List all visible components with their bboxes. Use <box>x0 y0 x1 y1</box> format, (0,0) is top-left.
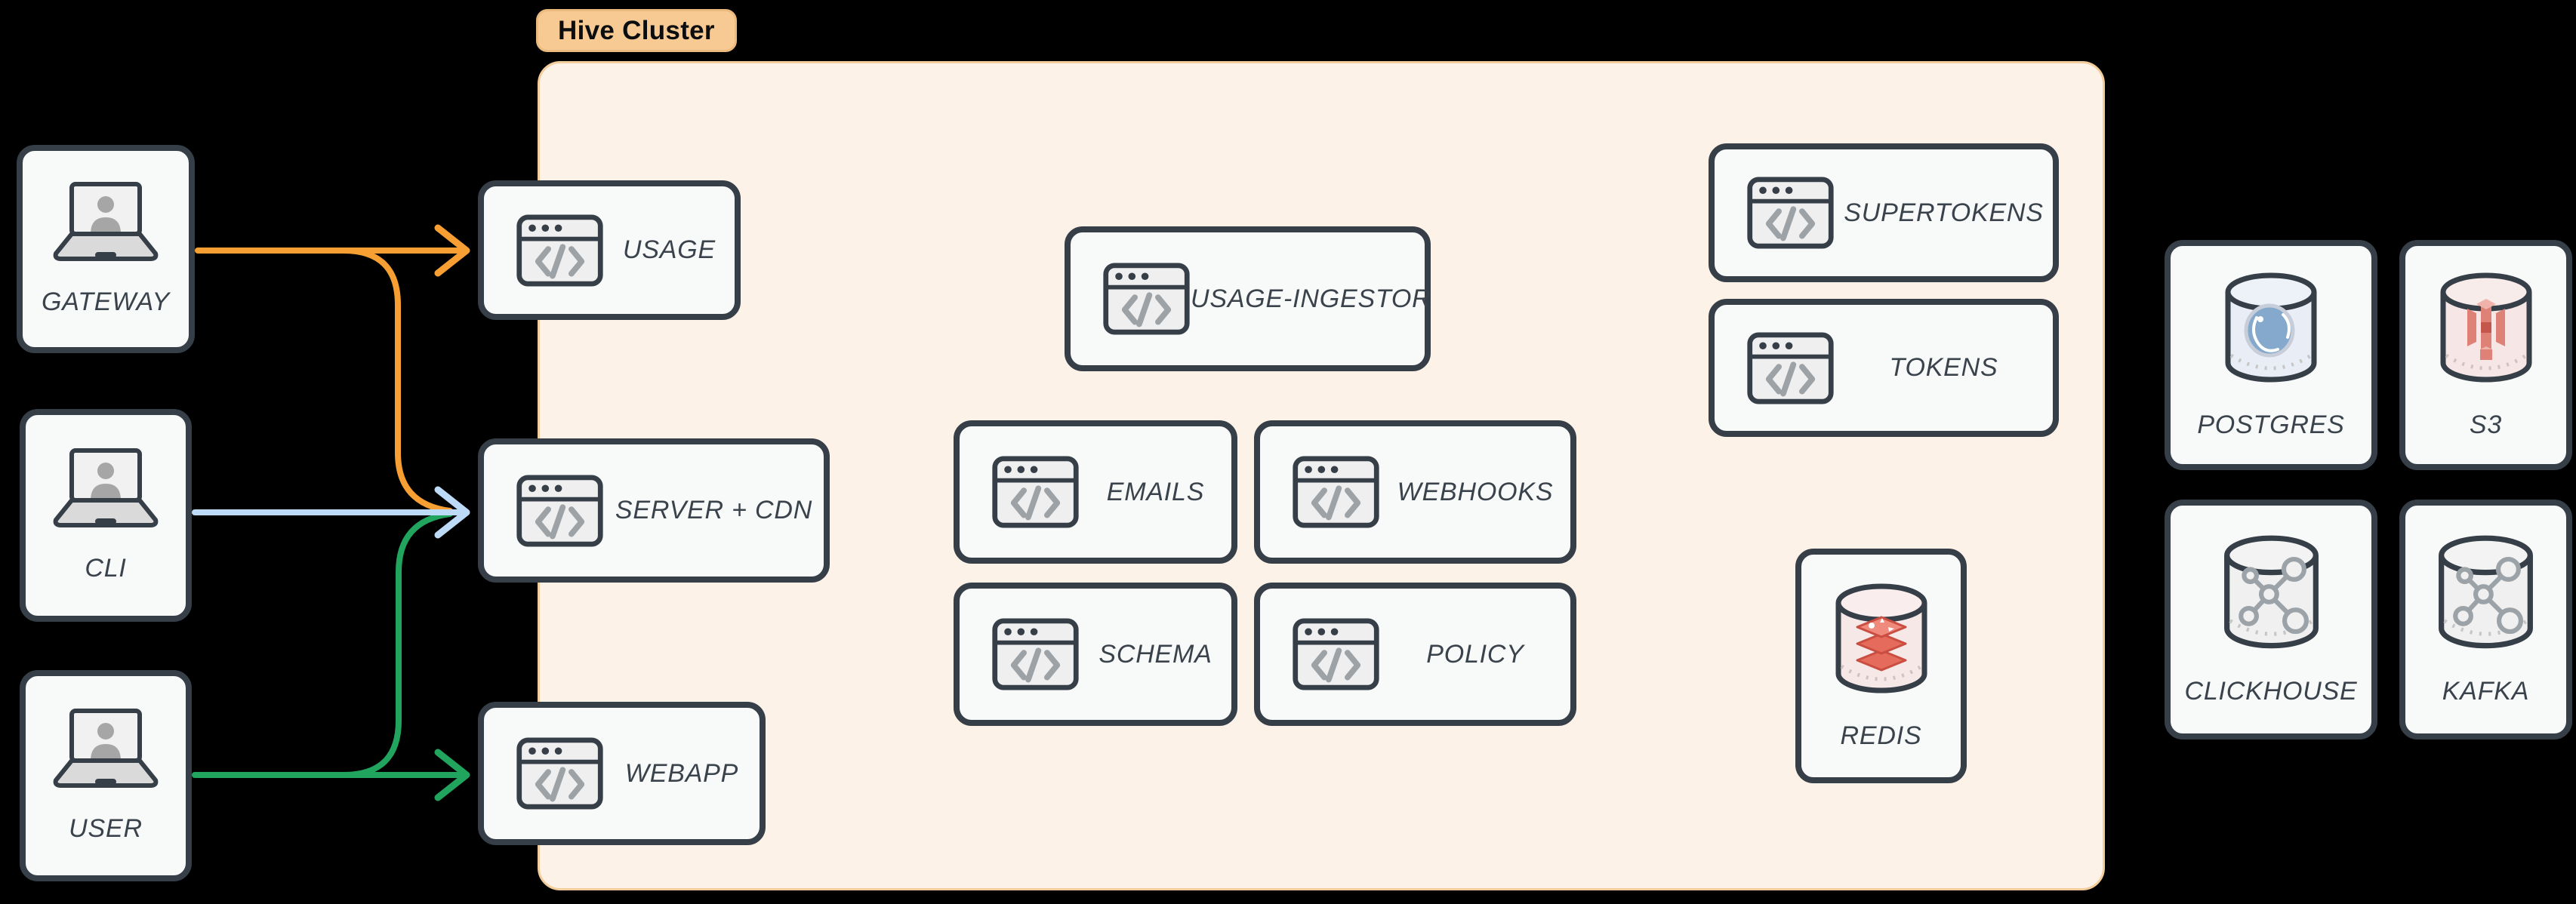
node-cli: CLI <box>20 409 192 622</box>
hive-cluster-badge-label: Hive Cluster <box>558 15 715 45</box>
node-postgres-label: POSTGRES <box>2197 410 2345 439</box>
edge-user-server-cdn <box>340 511 453 778</box>
node-kafka-label: KAFKA <box>2442 676 2530 706</box>
node-redis-label: REDIS <box>1840 721 1922 750</box>
code-window-icon <box>516 737 604 810</box>
node-gateway-label: GATEWAY <box>42 287 170 316</box>
code-window-icon <box>1292 618 1380 690</box>
code-window-icon <box>516 475 604 547</box>
node-supertokens: SUPERTOKENS <box>1709 143 2059 282</box>
code-window-icon <box>1292 456 1380 528</box>
node-webhooks: WEBHOOKS <box>1254 420 1576 564</box>
node-usage-label: USAGE <box>622 235 716 264</box>
node-usage-ingestor: USAGE-INGESTOR <box>1065 226 1431 371</box>
clickhouse-database-icon <box>2220 533 2323 654</box>
node-webapp-label: WEBAPP <box>624 758 739 788</box>
edge-gateway-server-cdn <box>340 248 453 514</box>
node-cli-label: CLI <box>85 553 127 583</box>
redis-database-icon <box>1832 582 1930 699</box>
node-s3-label: S3 <box>2469 410 2503 439</box>
edge-gateway-usage-arrowhead <box>434 224 470 277</box>
node-emails-label: EMAILS <box>1106 477 1205 506</box>
edge-user-webapp-arrowhead <box>434 749 470 801</box>
laptop-user-icon <box>49 448 162 528</box>
node-policy-label: POLICY <box>1426 639 1524 669</box>
code-window-icon <box>516 214 604 287</box>
hive-cluster-badge: Hive Cluster <box>536 9 737 52</box>
code-window-icon <box>1746 177 1835 249</box>
node-webapp: WEBAPP <box>478 702 766 845</box>
node-webhooks-label: WEBHOOKS <box>1397 477 1554 506</box>
s3-database-icon <box>2437 271 2535 388</box>
node-schema: SCHEMA <box>954 583 1237 726</box>
node-postgres: POSTGRES <box>2165 240 2377 470</box>
node-clickhouse: CLICKHOUSE <box>2165 500 2377 739</box>
node-usage-ingestor-label: USAGE-INGESTOR <box>1191 284 1431 313</box>
laptop-user-icon <box>49 182 162 262</box>
node-user-label: USER <box>69 813 143 843</box>
node-s3: S3 <box>2399 240 2572 470</box>
postgres-database-icon <box>2222 271 2320 388</box>
node-redis: REDIS <box>1795 549 1967 783</box>
node-gateway: GATEWAY <box>17 145 195 353</box>
node-supertokens-label: SUPERTOKENS <box>1844 198 2044 227</box>
node-clickhouse-label: CLICKHOUSE <box>2184 676 2358 706</box>
node-kafka: KAFKA <box>2399 500 2572 739</box>
node-emails: EMAILS <box>954 420 1237 564</box>
code-window-icon <box>1102 263 1191 335</box>
code-window-icon <box>991 618 1080 690</box>
kafka-database-icon <box>2434 533 2537 654</box>
node-user: USER <box>20 670 192 881</box>
node-usage: USAGE <box>478 180 741 320</box>
node-server-cdn: SERVER + CDN <box>478 438 830 583</box>
code-window-icon <box>991 456 1080 528</box>
node-schema-label: SCHEMA <box>1098 639 1213 669</box>
edge-cli-server-cdn-arrowhead <box>434 486 470 539</box>
node-tokens-label: TOKENS <box>1889 353 1998 382</box>
node-tokens: TOKENS <box>1709 299 2059 437</box>
laptop-user-icon <box>49 709 162 789</box>
code-window-icon <box>1746 332 1835 404</box>
node-server-cdn-label: SERVER + CDN <box>615 496 813 524</box>
node-policy: POLICY <box>1254 583 1576 726</box>
